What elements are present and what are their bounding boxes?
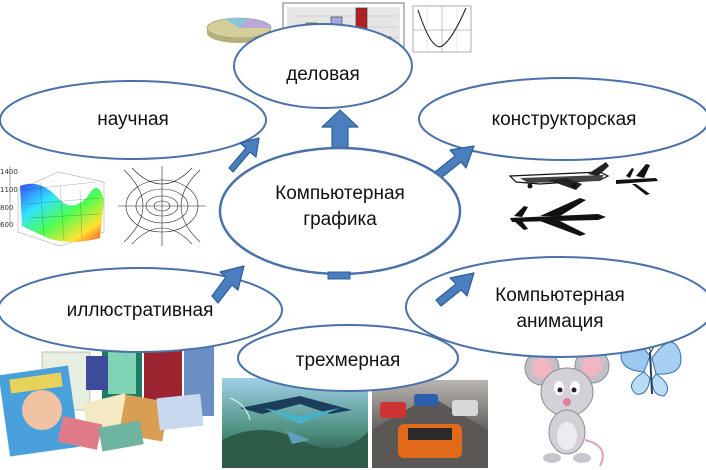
- fantasy-scene-icon: [222, 378, 368, 468]
- node-scientific-label: научная: [97, 109, 169, 130]
- node-center-label: Компьютерная графика: [275, 183, 405, 230]
- node-illustrative: [0, 267, 283, 353]
- node-three-d: [237, 324, 459, 392]
- magazines-collage-icon: [0, 338, 214, 457]
- arrow-to-scientific: [228, 137, 260, 173]
- arrow-to-animation: [435, 272, 475, 307]
- node-business: [233, 23, 413, 109]
- jet-fighter-icon: [616, 164, 658, 195]
- node-three-d-label: трехмерная: [295, 350, 401, 371]
- node-illustrative-label: иллюстративная: [66, 300, 214, 321]
- plot-tick: 1100: [0, 186, 18, 194]
- field-lines-icon: [118, 166, 206, 246]
- arrow-to-illustrative: [211, 265, 245, 304]
- plot-tick: 600: [0, 221, 13, 229]
- node-animation: [405, 256, 706, 358]
- node-business-label: деловая: [286, 64, 360, 85]
- plot-tick: 1400: [0, 168, 18, 176]
- arrow-to-engineering: [434, 145, 475, 179]
- node-engineering: [418, 77, 706, 161]
- mouse-character-icon: [524, 348, 610, 467]
- surface-plot-icon: [9, 166, 105, 247]
- line-graph-icon: [412, 5, 472, 53]
- jet-fighter-icon: [510, 198, 606, 236]
- connector-bar: [327, 271, 351, 280]
- node-scientific: [0, 80, 267, 160]
- airplane-icon: [508, 162, 610, 190]
- racing-game-icon: [372, 380, 488, 468]
- node-animation-label: Компьютерная анимация: [495, 285, 625, 332]
- plot-tick: 800: [0, 204, 13, 212]
- node-engineering-label: конструкторская: [491, 109, 637, 130]
- plot-tick-labels: 1400 1100 800 600: [0, 168, 18, 229]
